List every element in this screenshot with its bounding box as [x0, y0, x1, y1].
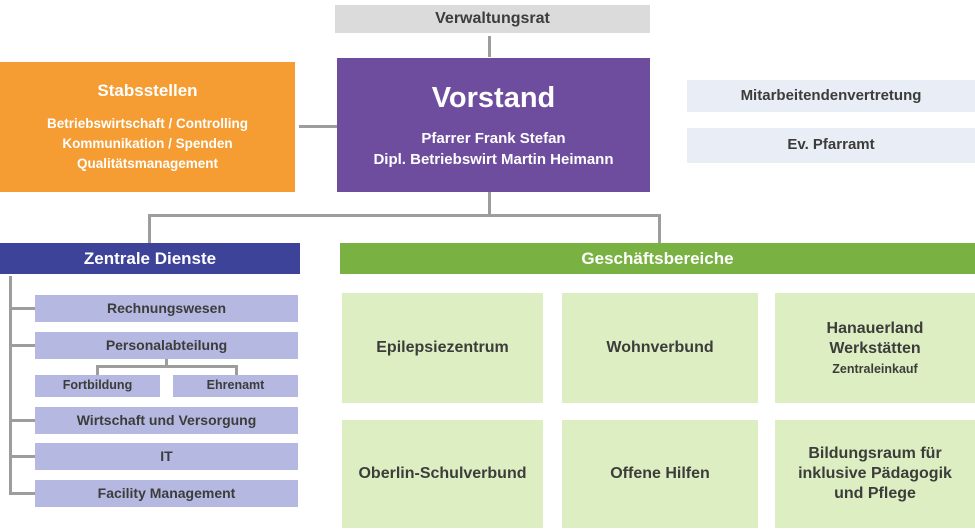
ev-pfarramt-label: Ev. Pfarramt — [787, 136, 875, 154]
card-wohnverbund-label: Wohnverbund — [606, 339, 714, 356]
verwaltungsrat-label: Verwaltungsrat — [435, 10, 550, 27]
item-rechnungswesen: Rechnungswesen — [35, 295, 298, 322]
card-hanauerland-label: Hanauerland Werkstätten — [826, 319, 924, 357]
geschaeftsbereiche-header: Geschäftsbereiche — [340, 243, 975, 274]
item-it: IT — [35, 443, 298, 470]
card-epilepsiezentrum-label: Epilepsiezentrum — [376, 339, 509, 356]
vorstand-box: Vorstand Pfarrer Frank Stefan Dipl. Betr… — [337, 58, 650, 192]
bracket-drop-fortbildung — [96, 365, 99, 375]
bracket-stub-personalabteilung — [165, 359, 168, 368]
card-hanauerland-werkstaetten: Hanauerland Werkstätten Zentraleinkauf — [775, 293, 975, 403]
item-fortbildung-label: Fortbildung — [62, 378, 133, 393]
mitarbeitendenvertretung-label: Mitarbeitendenvertretung — [740, 86, 922, 104]
item-personalabteilung-label: Personalabteilung — [105, 336, 228, 353]
item-facility-management: Facility Management — [35, 480, 298, 507]
zentrale-dienste-title: Zentrale Dienste — [83, 248, 217, 268]
card-oberlin-schulverbund: Oberlin-Schulverbund — [342, 420, 543, 528]
zentrale-dienste-header: Zentrale Dienste — [0, 243, 300, 274]
bracket-horizontal — [96, 365, 238, 368]
stabsstellen-box: Stabsstellen Betriebswirtschaft / Contro… — [0, 62, 295, 192]
item-ehrenamt-label: Ehrenamt — [206, 378, 265, 393]
card-bildungsraum-label: Bildungsraum für inklusive Pädagogik und… — [798, 445, 952, 502]
stabsstellen-item-kommunikation: Kommunikation / Spenden — [62, 136, 233, 151]
item-fortbildung: Fortbildung — [35, 375, 160, 397]
connector-drop-right — [658, 214, 661, 243]
connector-stabsstellen-vorstand — [299, 125, 337, 128]
item-facility-label: Facility Management — [97, 484, 236, 501]
item-wirtschaft-und-versorgung: Wirtschaft und Versorgung — [35, 407, 298, 434]
tree-stub-facility — [9, 492, 35, 495]
item-rechnungswesen-label: Rechnungswesen — [106, 299, 227, 316]
stabsstellen-title: Stabsstellen — [97, 80, 198, 100]
tree-stub-personalabteilung — [9, 344, 35, 347]
card-wohnverbund: Wohnverbund — [562, 293, 758, 403]
vorstand-name-2: Dipl. Betriebswirt Martin Heimann — [373, 151, 614, 169]
vorstand-title: Vorstand — [431, 81, 556, 114]
card-oberlin-label: Oberlin-Schulverbund — [358, 465, 527, 482]
card-offene-hilfen: Offene Hilfen — [562, 420, 758, 528]
card-epilepsiezentrum: Epilepsiezentrum — [342, 293, 543, 403]
vorstand-name-1: Pfarrer Frank Stefan — [421, 130, 566, 148]
connector-horizontal-main — [148, 214, 661, 217]
tree-stub-it — [9, 455, 35, 458]
mitarbeitendenvertretung-box: Mitarbeitendenvertretung — [687, 80, 975, 112]
card-bildungsraum: Bildungsraum für inklusive Pädagogik und… — [775, 420, 975, 528]
tree-stub-wirtschaft — [9, 419, 35, 422]
connector-verwaltungsrat-vorstand — [488, 36, 491, 57]
item-it-label: IT — [160, 447, 173, 464]
connector-drop-left — [148, 214, 151, 243]
tree-stub-rechnungswesen — [9, 307, 35, 310]
stabsstellen-item-betriebswirtschaft: Betriebswirtschaft / Controlling — [46, 115, 249, 131]
item-ehrenamt: Ehrenamt — [173, 375, 298, 397]
item-personalabteilung: Personalabteilung — [35, 332, 298, 359]
card-offene-hilfen-label: Offene Hilfen — [610, 465, 710, 482]
tree-vertical-line — [9, 276, 12, 495]
card-hanauerland-sublabel: Zentraleinkauf — [832, 361, 918, 376]
stabsstellen-item-qualitaetsmanagement: Qualitätsmanagement — [76, 156, 219, 172]
connector-vorstand-down — [488, 192, 491, 217]
bracket-drop-ehrenamt — [235, 365, 238, 375]
item-wirtschaft-label: Wirtschaft und Versorgung — [76, 411, 257, 428]
geschaeftsbereiche-title: Geschäftsbereiche — [581, 248, 734, 268]
ev-pfarramt-box: Ev. Pfarramt — [687, 128, 975, 163]
verwaltungsrat-box: Verwaltungsrat — [335, 5, 650, 33]
